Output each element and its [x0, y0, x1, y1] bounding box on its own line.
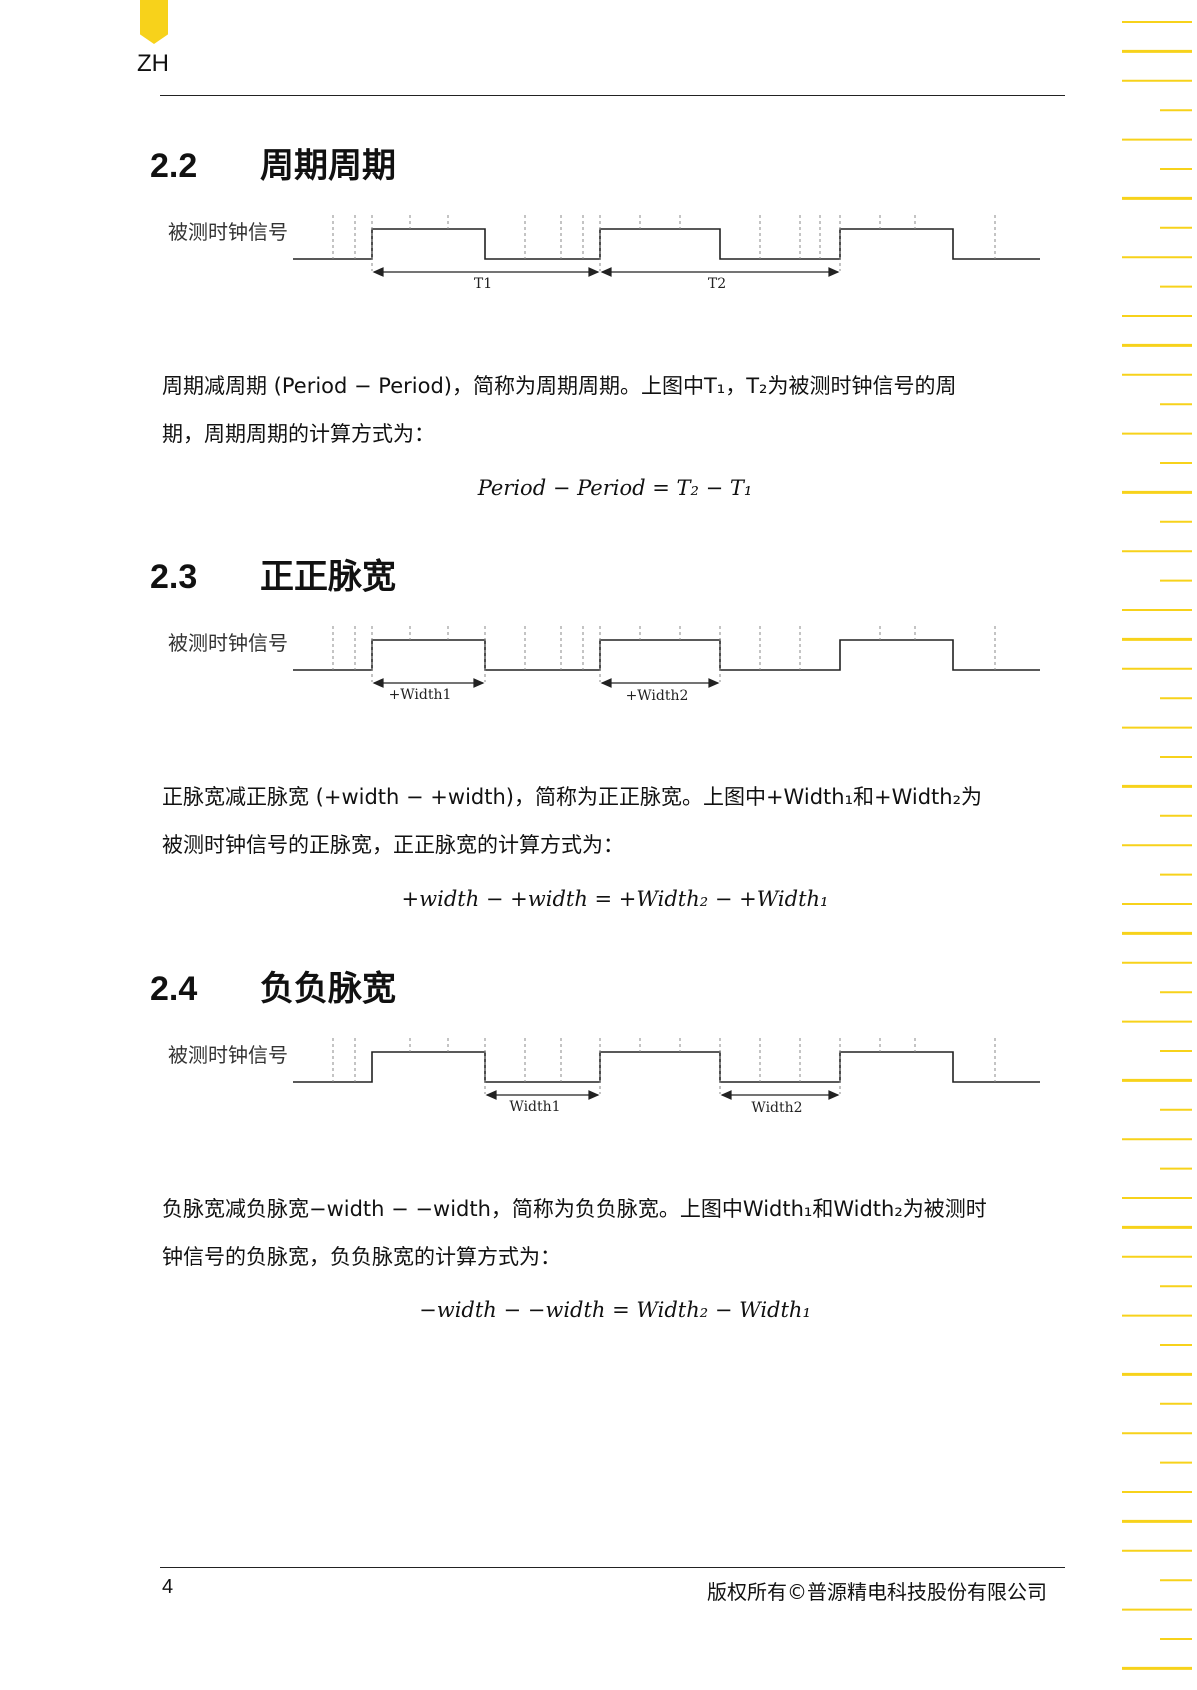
section-number: 2.4 — [150, 970, 198, 1008]
section-number: 2.3 — [150, 558, 198, 596]
section-title: 正正脉宽 — [260, 557, 396, 597]
copyright-text: 版权所有©普源精电科技股份有限公司 — [707, 1580, 1047, 1604]
clock-waveform — [293, 228, 1040, 260]
paragraph-line: 钟信号的负脉宽，负负脉宽的计算方式为： — [162, 1245, 561, 1269]
header-tab-marker — [140, 0, 168, 44]
footer-rule — [160, 1567, 1065, 1568]
section-heading: 2.4 负负脉宽 — [150, 961, 396, 1010]
paragraph-line: 正脉宽减正脉宽 (+width − +width)，简称为正正脉宽。上图中+Wi… — [162, 785, 983, 809]
page-number: 4 — [162, 1576, 174, 1598]
signal-label: 被测时钟信号 — [168, 1043, 288, 1067]
section-title: 周期周期 — [260, 146, 396, 186]
section-number: 2.2 — [150, 147, 198, 185]
header-rule — [160, 95, 1065, 96]
measure-label-2: Width2 — [751, 1100, 802, 1116]
dash-markers — [332, 1038, 996, 1094]
section-title: 负负脉宽 — [260, 969, 396, 1009]
measure-label-2: T2 — [708, 276, 726, 292]
measure-label-1: T1 — [474, 276, 492, 292]
paragraph-line: 负脉宽减负脉宽−width − −width，简称为负负脉宽。上图中Width₁… — [162, 1197, 987, 1221]
measurement-arrows — [372, 267, 840, 277]
measure-label-1: Width1 — [509, 1099, 560, 1115]
negative-width-timing-diagram: 被测时钟信号 Width1 Width2 — [168, 1038, 1040, 1116]
language-label: ZH — [137, 50, 169, 77]
paragraph: 正脉宽减正脉宽 (+width − +width)，简称为正正脉宽。上图中+Wi… — [162, 773, 1062, 869]
section-heading: 2.3 正正脉宽 — [150, 549, 396, 598]
formula: Period − Period = T₂ − T₁ — [477, 476, 753, 500]
signal-label: 被测时钟信号 — [168, 220, 288, 244]
paragraph-line: 期，周期周期的计算方式为： — [162, 422, 435, 446]
positive-width-timing-diagram: 被测时钟信号 +Width1 +Width2 — [168, 626, 1040, 704]
paragraph-line: 被测时钟信号的正脉宽，正正脉宽的计算方式为： — [162, 833, 624, 857]
clock-waveform — [293, 1051, 1040, 1083]
measure-label-1: +Width1 — [389, 687, 452, 703]
dash-markers — [332, 215, 996, 271]
dash-markers — [332, 626, 996, 682]
measurement-arrows — [485, 1090, 840, 1100]
clock-waveform — [293, 639, 1040, 671]
measure-label-2: +Width2 — [626, 688, 689, 704]
formula: +width − +width = +Width₂ − +Width₁ — [401, 887, 829, 911]
paragraph: 周期减周期 (Period − Period)，简称为周期周期。上图中T₁，T₂… — [162, 362, 1062, 458]
period-timing-diagram: 被测时钟信号 T1 T2 — [168, 215, 1040, 292]
formula: −width − −width = Width₂ − Width₁ — [419, 1298, 811, 1322]
paragraph: 负脉宽减负脉宽−width − −width，简称为负负脉宽。上图中Width₁… — [162, 1185, 1062, 1281]
side-stripes-decoration — [1122, 21, 1192, 1670]
section-heading: 2.2 周期周期 — [150, 138, 396, 187]
paragraph-line: 周期减周期 (Period − Period)，简称为周期周期。上图中T₁，T₂… — [162, 374, 957, 398]
measurement-arrows — [372, 678, 720, 688]
signal-label: 被测时钟信号 — [168, 631, 288, 655]
